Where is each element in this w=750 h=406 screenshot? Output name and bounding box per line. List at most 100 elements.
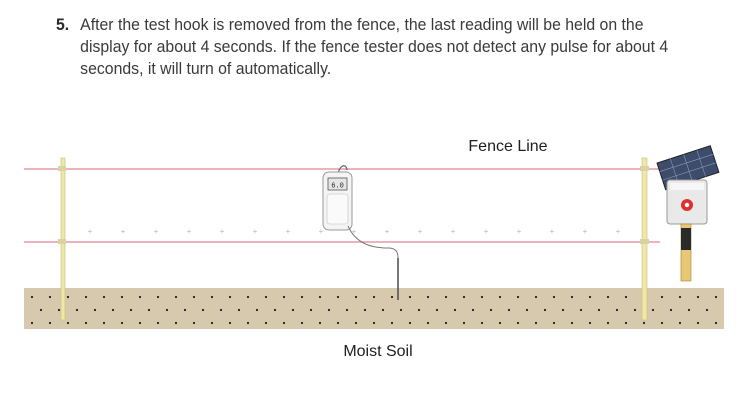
soil-dot <box>255 308 259 312</box>
soil-dot <box>570 295 574 299</box>
soil-dot <box>57 308 61 312</box>
soil-dot <box>264 295 268 299</box>
soil-dot <box>408 321 412 325</box>
soil-dot <box>120 321 124 325</box>
fence-mid-mark: + <box>352 227 357 236</box>
soil-dot <box>156 321 160 325</box>
soil-dot <box>102 295 106 299</box>
soil-dot <box>489 308 493 312</box>
soil-dot <box>183 308 187 312</box>
soil-dot <box>156 295 160 299</box>
fence-post-right <box>640 157 649 321</box>
soil-dot <box>66 321 70 325</box>
soil-dot <box>552 295 556 299</box>
soil-label: Moist Soil <box>343 343 412 360</box>
soil-dot <box>633 308 637 312</box>
soil-dot <box>660 295 664 299</box>
soil-dot <box>642 321 646 325</box>
fence-mid-mark: + <box>319 227 324 236</box>
soil-dot <box>444 321 448 325</box>
soil-dot <box>48 321 52 325</box>
soil-dot <box>705 308 709 312</box>
fence-mid-mark: + <box>286 227 291 236</box>
fence-mid-marks: +++++++++++++++++ <box>88 227 621 236</box>
fence-mid-mark: + <box>517 227 522 236</box>
soil-dot <box>534 321 538 325</box>
fence-mid-mark: + <box>154 227 159 236</box>
fence-tester: 6.0 <box>322 165 399 300</box>
soil-dot <box>525 308 529 312</box>
soil-dot <box>309 308 313 312</box>
soil-dot <box>327 308 331 312</box>
soil-dot <box>30 321 34 325</box>
soil-dot <box>462 321 466 325</box>
soil-dot <box>111 308 115 312</box>
soil-dot <box>336 295 340 299</box>
fence-mid-mark: + <box>220 227 225 236</box>
step-number: 5. <box>56 15 70 34</box>
soil-dot <box>282 295 286 299</box>
soil-dot <box>228 321 232 325</box>
fence-mid-mark: + <box>187 227 192 236</box>
soil-dot <box>48 295 52 299</box>
soil-dot <box>66 295 70 299</box>
soil-dot <box>390 321 394 325</box>
soil-dot <box>552 321 556 325</box>
soil-dot <box>147 308 151 312</box>
soil-dot <box>498 295 502 299</box>
fence-mid-mark: + <box>88 227 93 236</box>
fence-line-label: Fence Line <box>468 138 547 155</box>
soil-dot <box>561 308 565 312</box>
soil-dot <box>318 321 322 325</box>
soil-dot <box>273 308 277 312</box>
fence-mid-mark: + <box>253 227 258 236</box>
soil-dot <box>426 321 430 325</box>
soil-dot <box>606 321 610 325</box>
soil-dot <box>210 295 214 299</box>
soil-dot <box>516 295 520 299</box>
soil-dot <box>417 308 421 312</box>
soil-dot <box>570 321 574 325</box>
soil-dot <box>687 308 691 312</box>
fence-mid-mark: + <box>121 227 126 236</box>
soil-dot <box>588 295 592 299</box>
soil-dot <box>660 321 664 325</box>
fence-mid-mark: + <box>451 227 456 236</box>
soil-dot <box>579 308 583 312</box>
soil-dot <box>192 295 196 299</box>
soil-dot <box>30 295 34 299</box>
soil-dot <box>588 321 592 325</box>
soil-dot <box>444 295 448 299</box>
soil-dot <box>669 308 673 312</box>
soil-dot <box>399 308 403 312</box>
fence-mid-mark: + <box>616 227 621 236</box>
soil-dot <box>471 308 475 312</box>
soil-dot <box>606 295 610 299</box>
soil-dot <box>300 295 304 299</box>
soil-dot <box>381 308 385 312</box>
soil-dot <box>543 308 547 312</box>
soil-dot <box>354 321 358 325</box>
soil-dot <box>696 321 700 325</box>
soil-dot <box>462 295 466 299</box>
soil-dot <box>372 295 376 299</box>
soil-dot <box>174 295 178 299</box>
soil-dot <box>39 308 43 312</box>
soil-dot <box>300 321 304 325</box>
soil-dot <box>219 308 223 312</box>
soil-dot <box>129 308 133 312</box>
soil-dot <box>696 295 700 299</box>
step-text: After the test hook is removed from the … <box>80 15 669 78</box>
soil-texture <box>30 295 718 325</box>
soil-dot <box>336 321 340 325</box>
soil-dot <box>480 321 484 325</box>
fence-mid-mark: + <box>583 227 588 236</box>
soil-dot <box>372 321 376 325</box>
soil-dot <box>75 308 79 312</box>
soil-dot <box>534 295 538 299</box>
soil-dot <box>435 308 439 312</box>
soil-dot <box>264 321 268 325</box>
soil-dot <box>624 295 628 299</box>
soil-dot <box>174 321 178 325</box>
